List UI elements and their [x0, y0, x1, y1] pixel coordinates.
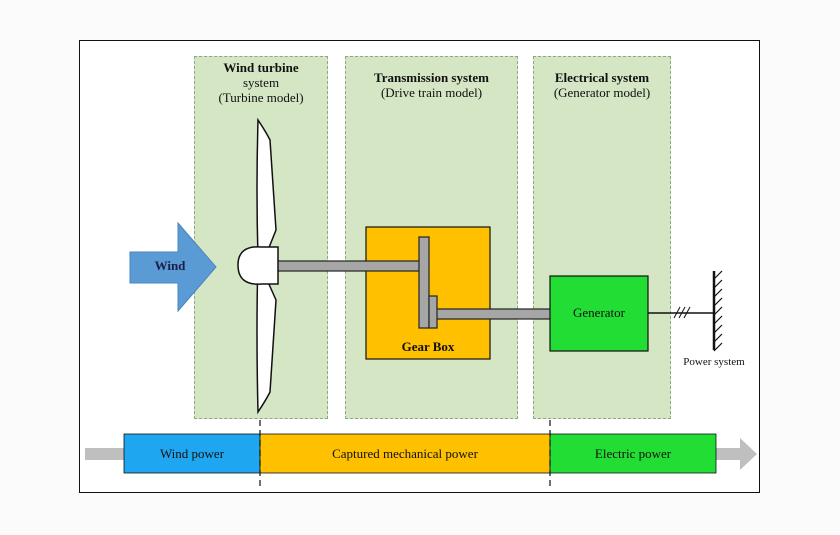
- phase-tick: [678, 306, 686, 319]
- wind-label: Wind: [154, 258, 186, 273]
- turbine-title-line2: system: [242, 75, 280, 90]
- turbine-panel-title: Wind turbine system (Turbine model): [194, 60, 328, 105]
- turbine-blade: [256, 117, 277, 415]
- mechanical-power-label: Captured mechanical power: [332, 446, 478, 461]
- wind-arrow: [129, 221, 217, 313]
- electric-power-label: Electric power: [594, 446, 672, 461]
- transmission-panel-title: Transmission system (Drive train model): [345, 70, 518, 100]
- power-system-label: Power system: [683, 356, 745, 368]
- wind-power-label: Wind power: [159, 446, 225, 461]
- turbine-title-line1: Wind turbine: [223, 60, 299, 75]
- transmission-subtitle: (Drive train model): [380, 85, 483, 100]
- high-speed-shaft: [429, 308, 552, 320]
- generator-label: Generator: [573, 305, 625, 320]
- turbine-hub: [237, 246, 279, 285]
- wind-power-box: [123, 433, 261, 474]
- gearbox-label: Gear Box: [401, 339, 455, 354]
- large-gear: [418, 236, 430, 329]
- electrical-panel-title: Electrical system (Generator model): [533, 70, 671, 100]
- main-shaft: [275, 260, 421, 272]
- electrical-panel: [533, 56, 671, 419]
- turbine-subtitle: (Turbine model): [218, 90, 304, 105]
- electrical-subtitle: (Generator model): [553, 85, 651, 100]
- mechanical-power-box: [259, 433, 551, 474]
- wall-hatch: [713, 270, 723, 352]
- electric-power-box: [549, 433, 717, 474]
- phase-tick: [673, 306, 681, 319]
- transmission-title: Transmission system: [374, 70, 489, 85]
- electrical-title: Electrical system: [554, 70, 650, 85]
- small-gear: [428, 295, 438, 329]
- phase-tick: [683, 306, 691, 319]
